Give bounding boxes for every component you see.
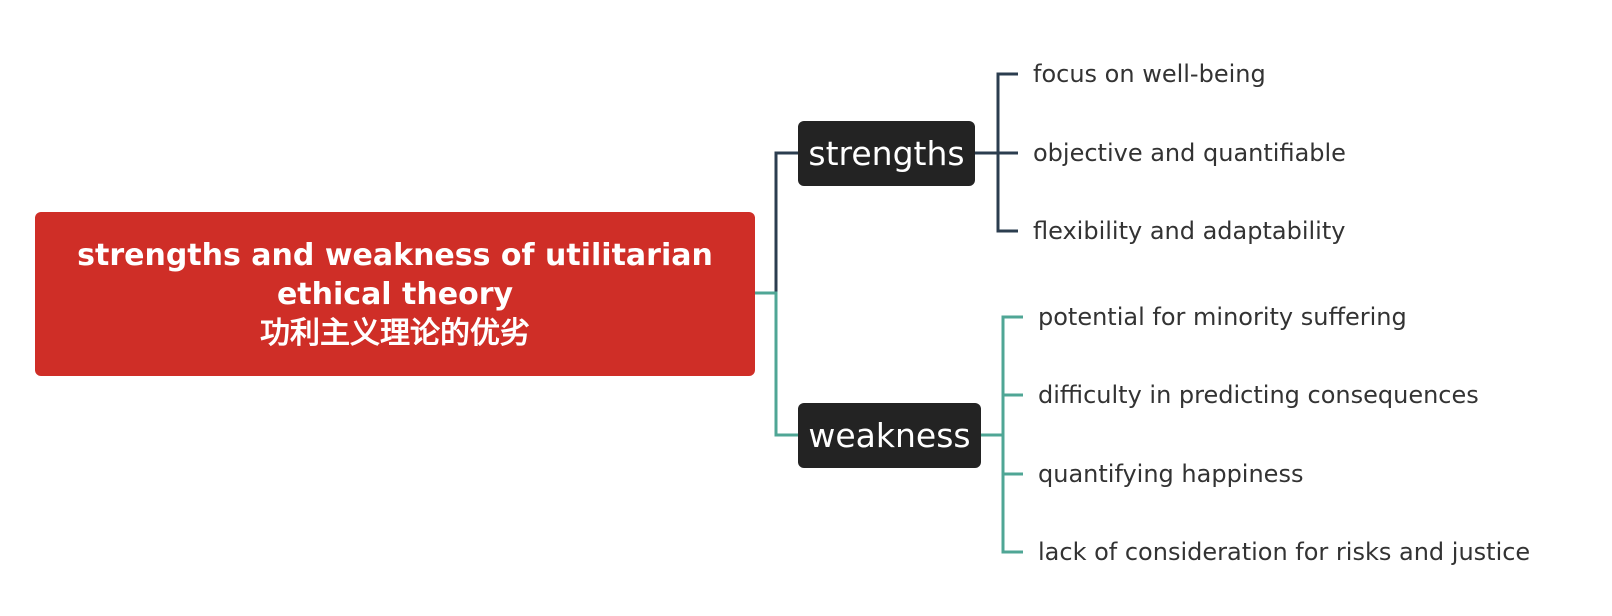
leaf-weakness-4[interactable]: lack of consideration for risks and just…	[1038, 538, 1531, 566]
connector-root-weakness	[755, 291, 798, 437]
leaf-strength-1[interactable]: focus on well-being	[1033, 60, 1266, 88]
connector-strengths-leaves	[975, 72, 1018, 233]
leaf-weakness-1[interactable]: potential for minority suffering	[1038, 303, 1407, 331]
root-topic[interactable]: strengths and weakness of utilitarian et…	[35, 212, 755, 376]
leaf-weakness-3[interactable]: quantifying happiness	[1038, 460, 1304, 488]
leaf-strength-2[interactable]: objective and quantifiable	[1033, 139, 1346, 167]
branch-weakness-label: weakness	[808, 416, 971, 455]
branch-weakness[interactable]: weakness	[798, 403, 981, 468]
connector-root-strengths	[755, 151, 798, 295]
branch-strengths-label: strengths	[808, 134, 965, 173]
connector-weakness-leaves	[981, 315, 1023, 554]
root-title-line-3: 功利主义理论的优劣	[260, 315, 530, 351]
leaf-weakness-2[interactable]: difficulty in predicting consequences	[1038, 381, 1479, 409]
leaf-strength-3[interactable]: flexibility and adaptability	[1033, 217, 1346, 245]
root-title-line-2: ethical theory	[276, 276, 514, 312]
root-title-line-1: strengths and weakness of utilitarian	[77, 237, 713, 273]
branch-strengths[interactable]: strengths	[798, 121, 975, 186]
